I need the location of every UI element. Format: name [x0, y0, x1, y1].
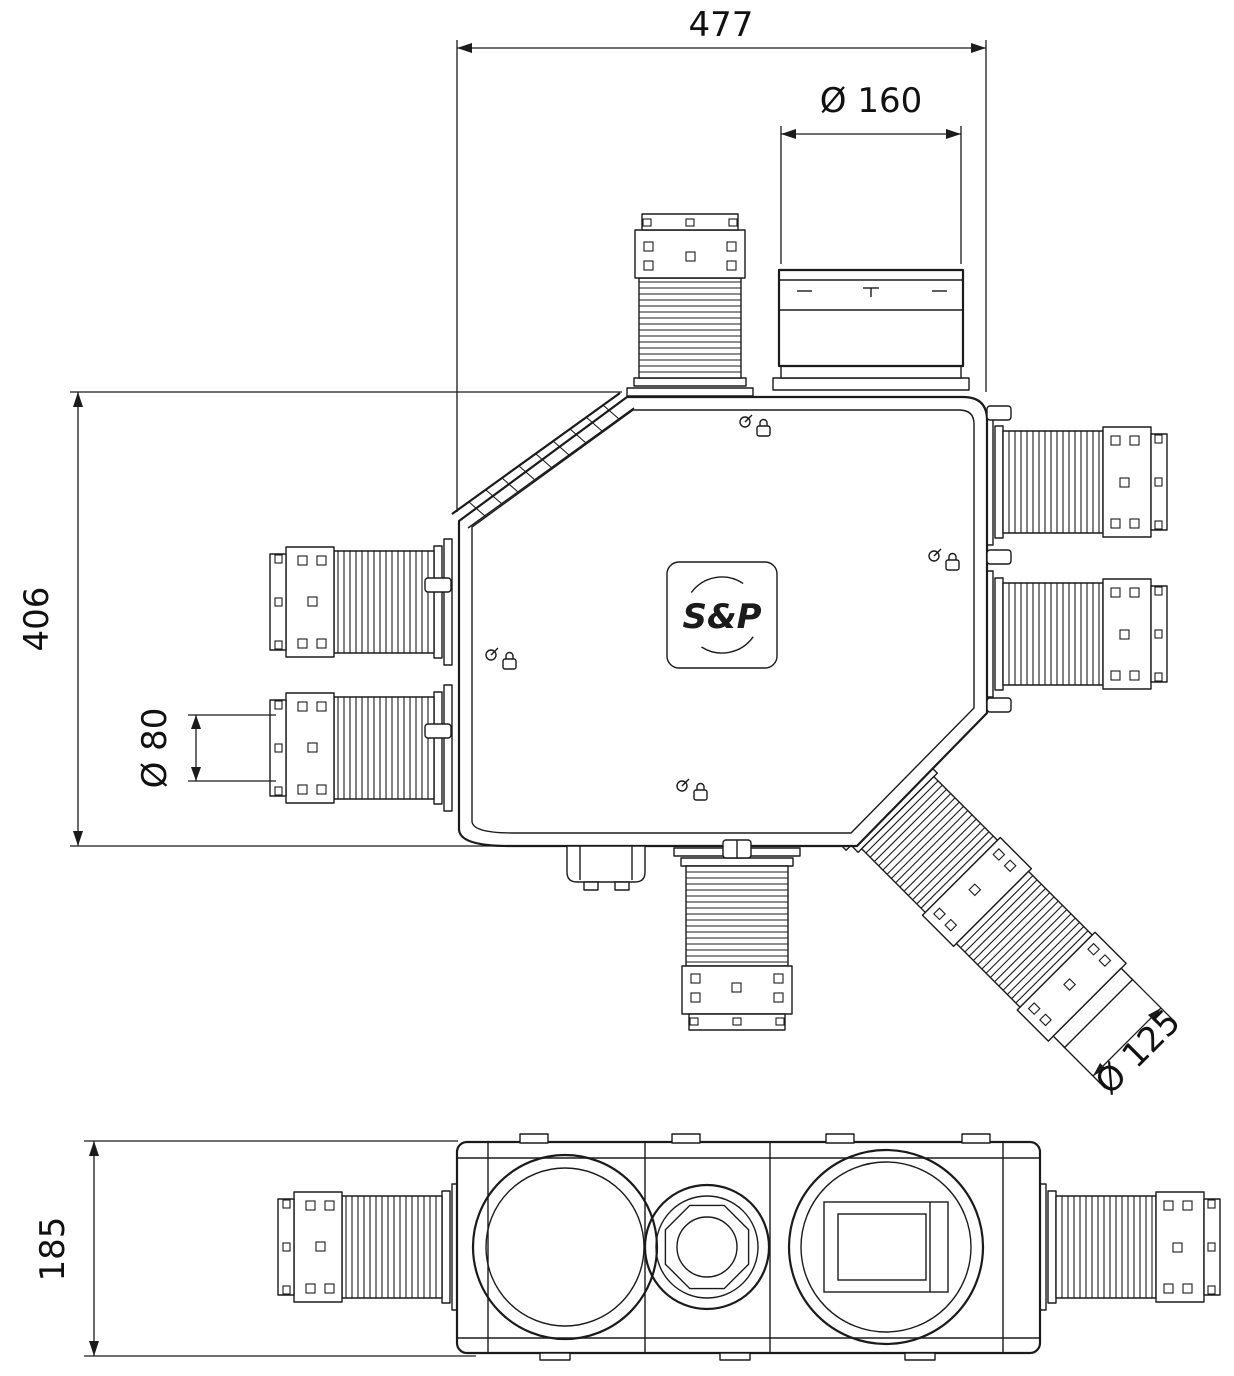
clip-top-right — [986, 405, 1012, 421]
side-view — [277, 1133, 1221, 1361]
dimension-overall-height: 185 — [33, 1140, 476, 1357]
clip-left-upper — [424, 577, 452, 593]
junction-box — [566, 845, 646, 891]
right-upper-port-connector — [984, 418, 1168, 546]
chamfer-rib-band — [451, 392, 635, 529]
bottom-port-connector — [673, 847, 801, 1031]
dimension-overall-width: 477 — [456, 5, 987, 512]
side-left-port-connector — [277, 1183, 461, 1311]
right-lower-port-connector — [984, 570, 1168, 698]
dimension-overall-depth: 406 — [17, 391, 622, 847]
left-port-diameter-label: Ø 80 — [135, 708, 175, 789]
brand-logo-text: S&P — [682, 597, 761, 637]
top-view: S&P — [269, 213, 1168, 1059]
side-center-port-opening — [643, 1183, 771, 1311]
overall-height-label: 185 — [33, 1217, 73, 1282]
overall-depth-label: 406 — [17, 587, 57, 652]
overall-width-label: 477 — [689, 5, 754, 45]
dimension-top-port-diameter: Ø 160 — [780, 81, 962, 264]
clip-right-mid — [986, 549, 1012, 565]
left-lower-port-connector — [269, 684, 453, 812]
dimension-left-port-diameter: Ø 80 — [135, 708, 276, 789]
top-160-duct — [772, 268, 970, 391]
flange-clips — [424, 405, 1012, 859]
left-upper-port-connector — [269, 538, 453, 666]
brand-logo: S&P — [666, 561, 778, 669]
clip-left-lower — [424, 723, 452, 739]
clip-right-low — [986, 697, 1012, 713]
side-right-port-connector — [1037, 1183, 1221, 1311]
diagonal-port-diameter-label: Ø 125 — [1088, 1002, 1189, 1103]
side-right-port-opening — [787, 1148, 985, 1346]
top-port-connector — [626, 213, 754, 397]
top-port-diameter-label: Ø 160 — [820, 81, 922, 121]
